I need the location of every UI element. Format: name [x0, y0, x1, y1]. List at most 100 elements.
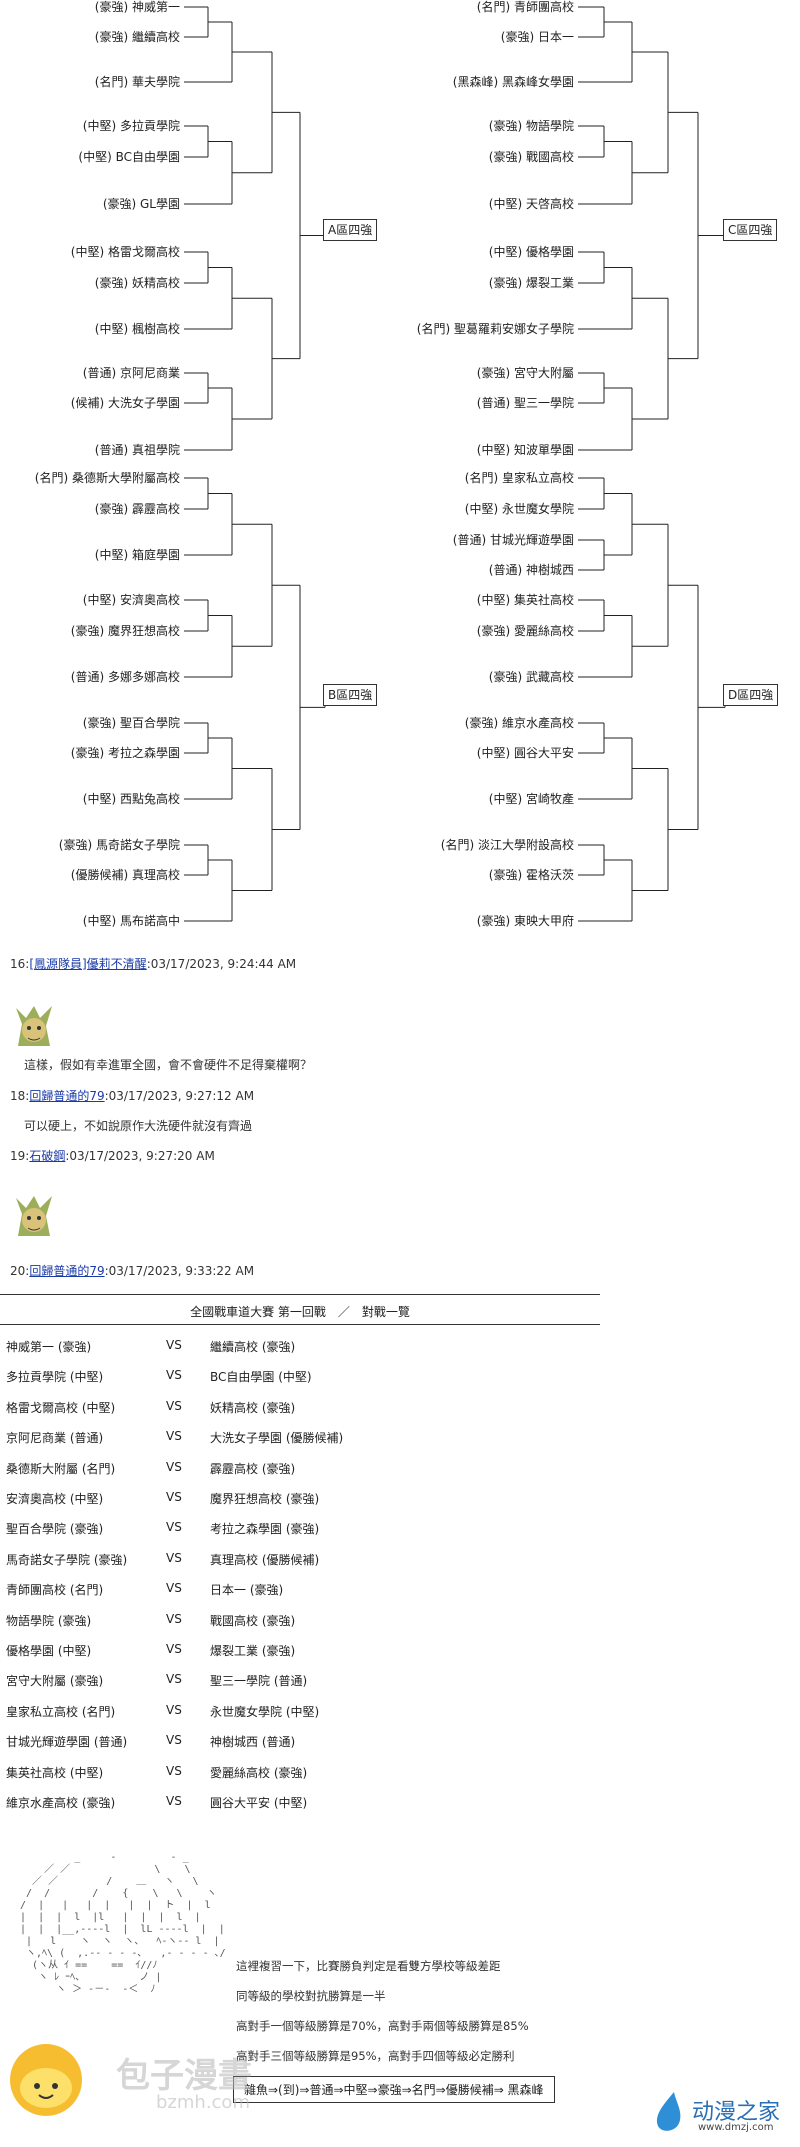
team-name: 集英社高校: [510, 593, 574, 607]
divider: [0, 1294, 600, 1295]
matchup-team-b: BC自由學園 (中堅): [210, 1370, 312, 1385]
post-timestamp: :03/17/2023, 9:27:12 AM: [104, 1089, 255, 1103]
bracket-team-label: (豪強) 戰國高校: [489, 150, 574, 164]
matchup-team-a: 集英社高校 (中堅): [6, 1765, 104, 1780]
vs-label: VS: [166, 1672, 182, 1687]
bracket-team-label: (中堅) 永世魔女學院: [465, 502, 574, 516]
bracket-team-label: (中堅) 宮崎牧產: [489, 792, 574, 806]
team-tier-tag: (中堅): [82, 792, 117, 806]
team-tier-tag: (普通): [476, 396, 511, 410]
watermark-left-url: bzmh.com: [156, 2092, 250, 2113]
matchup-team-b: 戰國高校 (豪強): [210, 1613, 296, 1628]
post-19-username-link[interactable]: 石破鋼: [29, 1149, 66, 1163]
team-name: 繼續高校: [128, 30, 180, 44]
team-tier-tag: (豪強): [70, 624, 105, 638]
team-name: 多娜多娜高校: [104, 670, 180, 684]
post-timestamp: :03/17/2023, 9:27:20 AM: [65, 1149, 215, 1163]
post-number: 16:: [10, 957, 30, 971]
team-name: 西點兔高校: [116, 792, 180, 806]
zone-a-semifinal-box: A區四強: [323, 219, 378, 241]
matchup-team-a: 宮守大附屬 (豪強): [6, 1674, 104, 1689]
team-tier-tag: (豪強): [488, 119, 523, 133]
team-name: 愛麗絲高校: [510, 624, 574, 638]
team-name: 皇家私立高校: [498, 471, 574, 485]
team-name: 聖三一學院: [510, 396, 574, 410]
team-tier-tag: (豪強): [94, 0, 129, 14]
team-tier-tag: (豪強): [82, 716, 117, 730]
watermark-right-url: www.dmzj.com: [698, 2122, 774, 2133]
bracket-team-label: (名門) 聖葛羅莉安娜女子學院: [417, 322, 574, 336]
team-name: 宮崎牧產: [522, 792, 574, 806]
team-tier-tag: (豪強): [488, 670, 523, 684]
bracket-team-label: (黑森峰) 黑森峰女學園: [453, 75, 574, 89]
matchup-team-a: 物語學院 (豪強): [6, 1613, 92, 1628]
bracket-team-label: (中堅) 集英社高校: [477, 593, 574, 607]
team-name: 戰國高校: [522, 150, 574, 164]
bracket-team-label: (普通) 聖三一學院: [477, 396, 574, 410]
bracket-team-label: (豪強) 考拉之森學園: [71, 746, 180, 760]
bracket-team-label: (普通) 京阿尼商業: [83, 366, 180, 380]
post-16-username-link[interactable]: [鳳源隊員]優莉不清醒: [29, 957, 147, 971]
matchup-team-a: 皇家私立高校 (名門): [6, 1704, 116, 1719]
team-name: 圓谷大平安: [510, 746, 574, 760]
post-19-header: 19:石破鋼:03/17/2023, 9:27:20 AM: [10, 1147, 215, 1164]
matchup-team-a: 優格學園 (中堅): [6, 1644, 92, 1658]
zone-b-semifinal-box: B區四強: [323, 684, 378, 706]
team-tier-tag: (普通): [70, 670, 105, 684]
team-name: 大洗女子學園: [104, 396, 180, 410]
bracket-team-label: (普通) 甘城光輝遊學園: [453, 533, 574, 547]
vs-label: VS: [166, 1642, 182, 1656]
team-tier-tag: (豪強): [58, 838, 93, 852]
team-tier-tag: (中堅): [488, 197, 523, 211]
bracket-team-label: (名門) 華夫學院: [95, 75, 180, 89]
bracket-team-label: (豪強) 東映大甲府: [477, 914, 574, 928]
team-name: 優格學園: [522, 245, 574, 259]
team-name: 知波單學園: [510, 443, 574, 457]
vs-label: VS: [166, 1794, 182, 1808]
team-tier-tag: (豪強): [488, 150, 523, 164]
post-timestamp: :03/17/2023, 9:33:22 AM: [104, 1264, 255, 1278]
team-name: GL學園: [136, 197, 180, 211]
bracket-team-label: (優勝候補) 真理高校: [71, 868, 180, 882]
bracket-team-label: (豪強) 物語學院: [489, 119, 574, 133]
team-tier-tag: (普通): [82, 366, 117, 380]
post-16-header: 16:[鳳源隊員]優莉不清醒:03/17/2023, 9:24:44 AM: [10, 955, 296, 972]
team-name: 馬布諾高中: [116, 914, 180, 928]
bracket-team-label: (中堅) BC自由學園: [78, 150, 180, 164]
team-name: 宮守大附屬: [510, 366, 574, 380]
matchup-team-a: 青師團高校 (名門): [6, 1583, 104, 1598]
team-name: 妖精高校: [128, 276, 180, 290]
team-tier-tag: (中堅): [464, 502, 499, 516]
bracket-team-label: (中堅) 多拉貢學院: [83, 119, 180, 133]
team-tier-tag: (中堅): [94, 322, 129, 336]
matchup-team-b: 大洗女子學園 (優勝候補): [210, 1431, 344, 1446]
team-tier-tag: (名門): [416, 322, 451, 336]
tournament-bracket-lines: [184, 6, 726, 922]
team-name: 維京水產高校: [498, 716, 574, 730]
matchup-team-a: 多拉貢學院 (中堅): [6, 1370, 104, 1385]
team-tier-tag: (豪強): [94, 30, 129, 44]
post-20-username-link[interactable]: 回歸普通的79: [29, 1264, 105, 1278]
bracket-team-label: (豪強) 霹靂高校: [95, 502, 180, 516]
rule-note-line: 高對手一個等級勝算是70%，高對手兩個等級勝算是85%: [236, 2019, 529, 2033]
ascii-art-figure: _ - - _ ／ ／ \ \ ／ ／ / ＿ ヽ \ / / / { \ \ …: [20, 1852, 226, 1995]
bracket-team-label: (中堅) 楓樹高校: [95, 322, 180, 336]
bracket-team-label: (中堅) 箱庭學園: [95, 548, 180, 562]
team-name: 甘城光輝遊學園: [486, 533, 574, 547]
team-name: 真祖學院: [128, 443, 180, 457]
bracket-team-label: (中堅) 安濟奧高校: [83, 593, 180, 607]
team-tier-tag: (優勝候補): [70, 868, 129, 882]
matchup-team-b: 考拉之森學園 (豪強): [210, 1522, 320, 1537]
team-tier-tag: (豪強): [488, 276, 523, 290]
post-18-username-link[interactable]: 回歸普通的79: [29, 1089, 105, 1103]
post-18-body: 可以硬上，不如說原作大洗硬件就沒有齊過: [24, 1119, 253, 1133]
vs-label: VS: [166, 1611, 182, 1626]
team-name: 安濟奧高校: [116, 593, 180, 607]
vs-label: VS: [166, 1490, 182, 1504]
vs-label: VS: [166, 1429, 182, 1444]
team-name: 武藏高校: [522, 670, 574, 684]
team-tier-tag: (豪強): [476, 624, 511, 638]
bracket-team-label: (豪強) 馬奇諾女子學院: [59, 838, 180, 852]
bracket-team-label: (名門) 淡江大學附設高校: [441, 838, 574, 852]
matchup-team-b: 愛麗絲高校 (豪強): [210, 1765, 308, 1780]
